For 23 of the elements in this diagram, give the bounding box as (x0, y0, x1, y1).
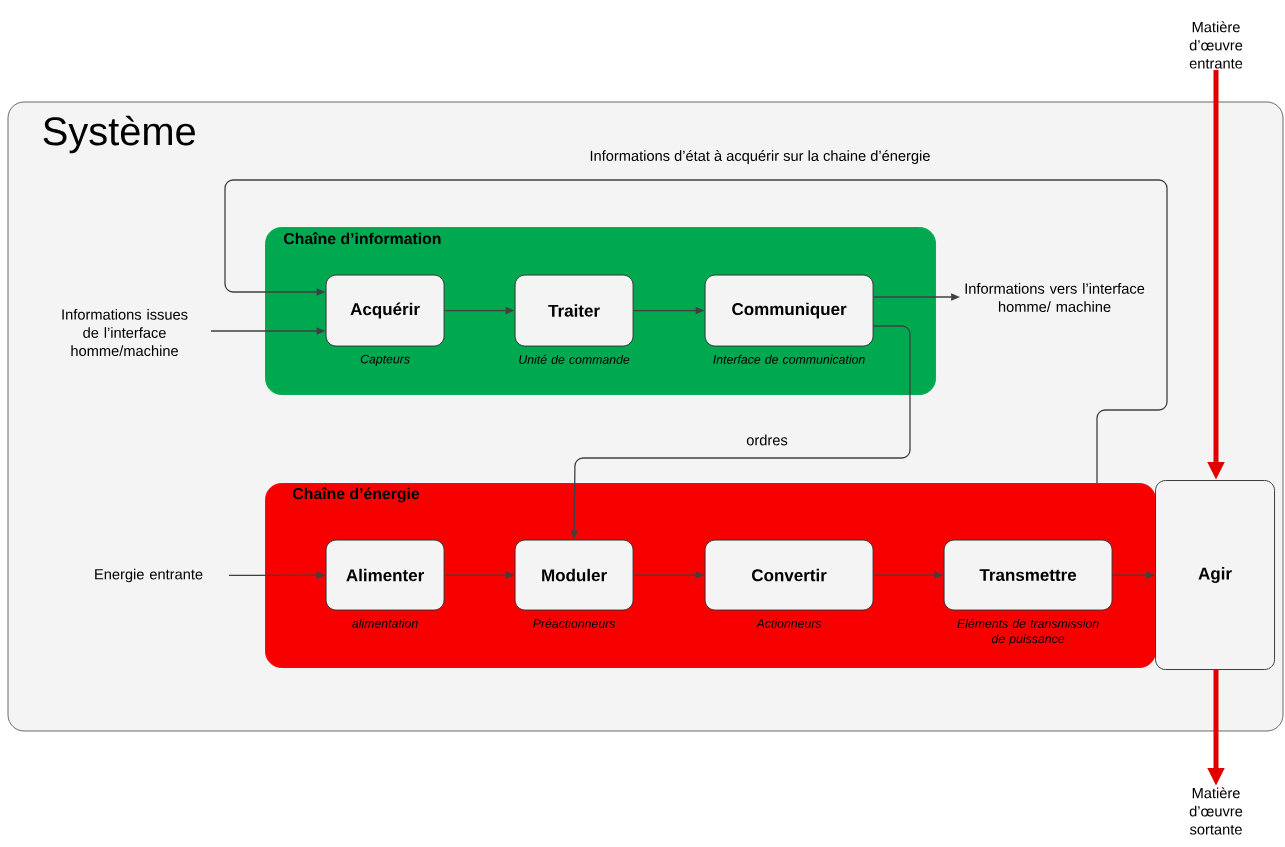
edge-label: ordres (745, 433, 789, 447)
process-box: Alimenter (325, 539, 445, 611)
text-label: Informations vers l’interface homme/ machine (965, 283, 1145, 312)
caption-text: Capteurs (360, 354, 410, 366)
process-box: Traiter (514, 274, 634, 347)
arrow (224, 179, 1168, 484)
text-label: Matière d’œuvre entrante (1189, 21, 1243, 69)
caption-text: Unité de commande (519, 354, 630, 364)
process-box: Agir (1155, 480, 1275, 670)
caption-text: Interface de communication (713, 354, 865, 364)
text-label: Matière d’œuvre sortante (1189, 787, 1243, 835)
process-box: Moduler (514, 539, 634, 611)
caption-text: Actionneurs (756, 618, 822, 628)
caption-text: alimentation (352, 618, 418, 628)
text-label: Informations issues de l’interface homme/machine (62, 309, 188, 357)
node-label: Agir (1198, 567, 1232, 583)
text-label: Energie entrante (95, 568, 203, 583)
process-box: Communiquer (704, 274, 874, 347)
process-box: Transmettre (943, 539, 1113, 611)
caption-text: Eléments de transmission de puissance (957, 618, 1099, 646)
process-box: Convertir (704, 539, 874, 611)
process-box: Acquérir (325, 274, 445, 347)
caption-text: Préactionneurs (533, 618, 616, 628)
